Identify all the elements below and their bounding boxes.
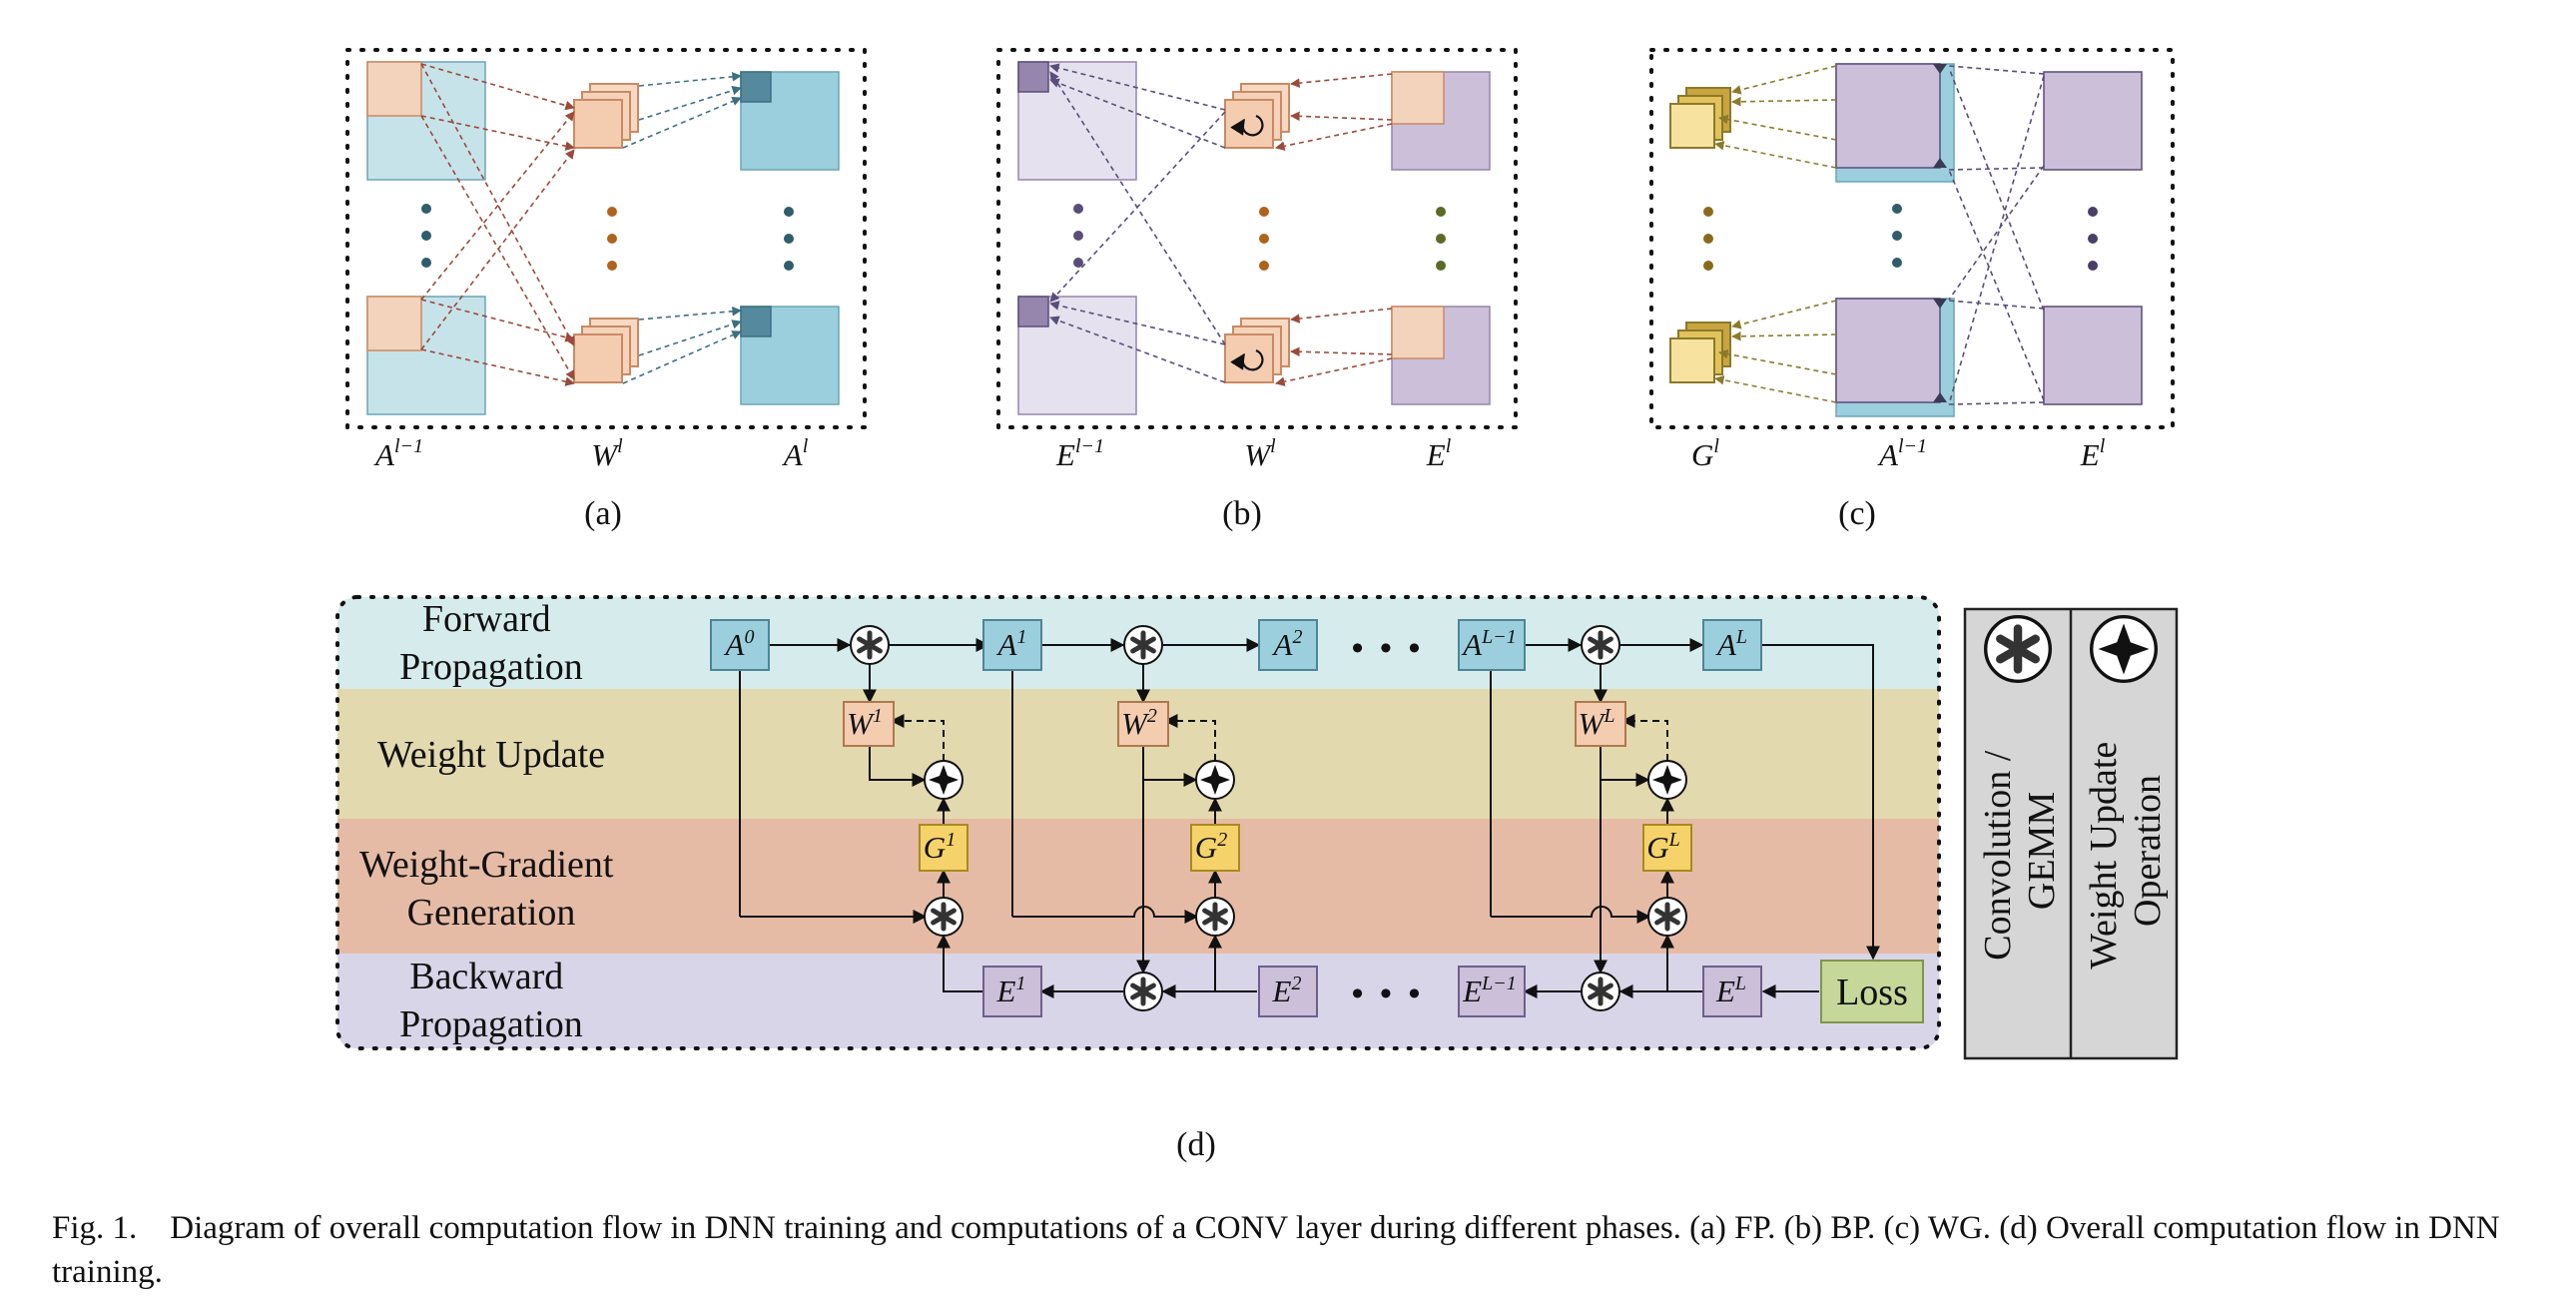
- node-a1: [982, 619, 1042, 671]
- conv-op-wg-1: [925, 898, 963, 936]
- weight-update-feedback: [890, 714, 1668, 761]
- panel-c: Gl Al−1 El (c): [1649, 48, 2175, 532]
- node-eL: [1702, 966, 1762, 1017]
- panel-b-tag: (b): [1222, 495, 1262, 532]
- weight-kernels: [573, 83, 639, 383]
- ellipsis-dots: [421, 204, 794, 271]
- node-aL-label: AL: [1715, 626, 1747, 662]
- ellipsis-dots: [1073, 204, 1446, 271]
- legend-update-icon: [2089, 615, 2159, 683]
- node-aL: [1702, 619, 1762, 671]
- fp-dataflow-lines: [420, 63, 742, 386]
- input-activation-maps: [366, 61, 486, 415]
- error-maps: [2043, 71, 2143, 405]
- label-b-weight: Wl: [1244, 435, 1276, 472]
- activation-maps: [1835, 63, 1955, 417]
- bp-dataflow-lines: [1049, 63, 1393, 386]
- node-g1-label: G1: [924, 829, 956, 865]
- prev-error-maps: [1017, 61, 1137, 415]
- panel-d-border: [335, 595, 1941, 1050]
- phase-update-label: Weight Update: [377, 734, 605, 776]
- ellipsis-backward: • • •: [1352, 976, 1425, 1012]
- node-wL: [1575, 701, 1626, 747]
- gradient-kernels: [1669, 87, 1731, 383]
- node-e2-label: E2: [1272, 973, 1302, 1008]
- node-g2: [1190, 824, 1240, 872]
- rotated-weight-kernels: [1224, 83, 1290, 383]
- panel-d-tag: (d): [1176, 1126, 1216, 1163]
- label-c-error: El: [2080, 435, 2106, 472]
- node-gL: [1642, 824, 1692, 872]
- phase-labels: Forward Propagation Weight Update Weight…: [359, 598, 623, 1045]
- label-c-activation: Al−1: [1877, 435, 1927, 472]
- error-maps: [1391, 71, 1491, 405]
- conv-op-wg-2: [1196, 898, 1234, 936]
- update-op-1: [924, 760, 964, 800]
- node-eL-label: EL: [1715, 973, 1746, 1008]
- figure-caption: Fig. 1. Diagram of overall computation f…: [52, 1210, 2500, 1290]
- panel-b: El−1 Wl El (b): [996, 48, 1518, 532]
- flow-connections: [739, 638, 1880, 998]
- phase-gradient-label: Weight-Gradient Generation: [359, 844, 623, 934]
- wg-dataflow-lines: [1714, 65, 2045, 405]
- node-g2-label: G2: [1195, 829, 1227, 865]
- label-a-weight: Wl: [591, 435, 623, 472]
- node-a1-label: A1: [996, 626, 1027, 662]
- legend-conv-icon: [1986, 617, 2051, 682]
- weight-nodes: W1 W2 WL: [843, 701, 1626, 747]
- panel-c-tag: (c): [1838, 495, 1876, 532]
- legend-conv-label: Convolution / GEMM: [1977, 741, 2063, 961]
- error-nodes: E1 E2 EL−1 EL: [982, 966, 1762, 1017]
- update-op-L: [1647, 760, 1687, 800]
- gradient-nodes: G1 G2 GL: [919, 824, 1692, 872]
- conv-op-wg-L: [1648, 898, 1686, 936]
- phase-forward-label: Forward Propagation: [399, 598, 583, 688]
- node-loss: [1820, 960, 1924, 1023]
- activation-nodes: A0 A1 A2 AL−1 AL: [710, 619, 1762, 671]
- update-op-2: [1195, 760, 1235, 800]
- legend-update-label: Weight Update Operation: [2083, 732, 2169, 970]
- conv-op-fp-1: [851, 626, 889, 664]
- label-b-prev-error: El−1: [1055, 435, 1104, 472]
- node-eLm1: [1458, 966, 1526, 1017]
- panel-c-border: [1649, 48, 2175, 429]
- node-gL-label: GL: [1646, 829, 1680, 865]
- node-e1-label: E1: [996, 973, 1026, 1008]
- output-activation-maps: [740, 71, 840, 405]
- node-w2: [1117, 701, 1169, 747]
- node-aLm1: [1458, 619, 1526, 671]
- node-w1: [843, 701, 895, 747]
- node-e1: [982, 966, 1042, 1017]
- label-a-output: Al: [782, 435, 809, 472]
- phase-backward-label: Backward Propagation: [399, 956, 583, 1045]
- node-g1: [919, 824, 968, 872]
- node-w2-label: W2: [1121, 705, 1157, 741]
- label-a-input: Al−1: [373, 435, 423, 472]
- legend: Convolution / GEMM Weight Update Operati…: [1963, 607, 2179, 1060]
- node-a2-label: A2: [1272, 626, 1303, 662]
- ellipsis-dots: [1703, 204, 2098, 271]
- node-eLm1-label: EL−1: [1462, 973, 1517, 1008]
- node-a2: [1258, 619, 1318, 671]
- ellipsis-forward: • • •: [1352, 630, 1425, 667]
- node-a0-label: A0: [724, 626, 755, 662]
- panel-a-tag: (a): [584, 495, 622, 532]
- label-c-gradient: Gl: [1691, 435, 1719, 472]
- conv-op-bp-2: [1124, 973, 1162, 1010]
- panel-a: Al−1 Wl Al (a): [345, 48, 867, 532]
- node-aLm1-label: AL−1: [1461, 626, 1517, 662]
- node-a0: [710, 619, 770, 671]
- panel-d: Forward Propagation Weight Update Weight…: [335, 595, 1941, 1163]
- node-e2: [1258, 966, 1318, 1017]
- node-loss-label: Loss: [1836, 972, 1908, 1013]
- label-b-error: El: [1426, 435, 1452, 472]
- conv-op-bp-L: [1582, 973, 1619, 1010]
- node-wL-label: WL: [1579, 705, 1615, 741]
- conv-op-fp-2: [1124, 626, 1162, 664]
- conv-op-fp-L: [1582, 626, 1619, 664]
- node-w1-label: W1: [847, 705, 883, 741]
